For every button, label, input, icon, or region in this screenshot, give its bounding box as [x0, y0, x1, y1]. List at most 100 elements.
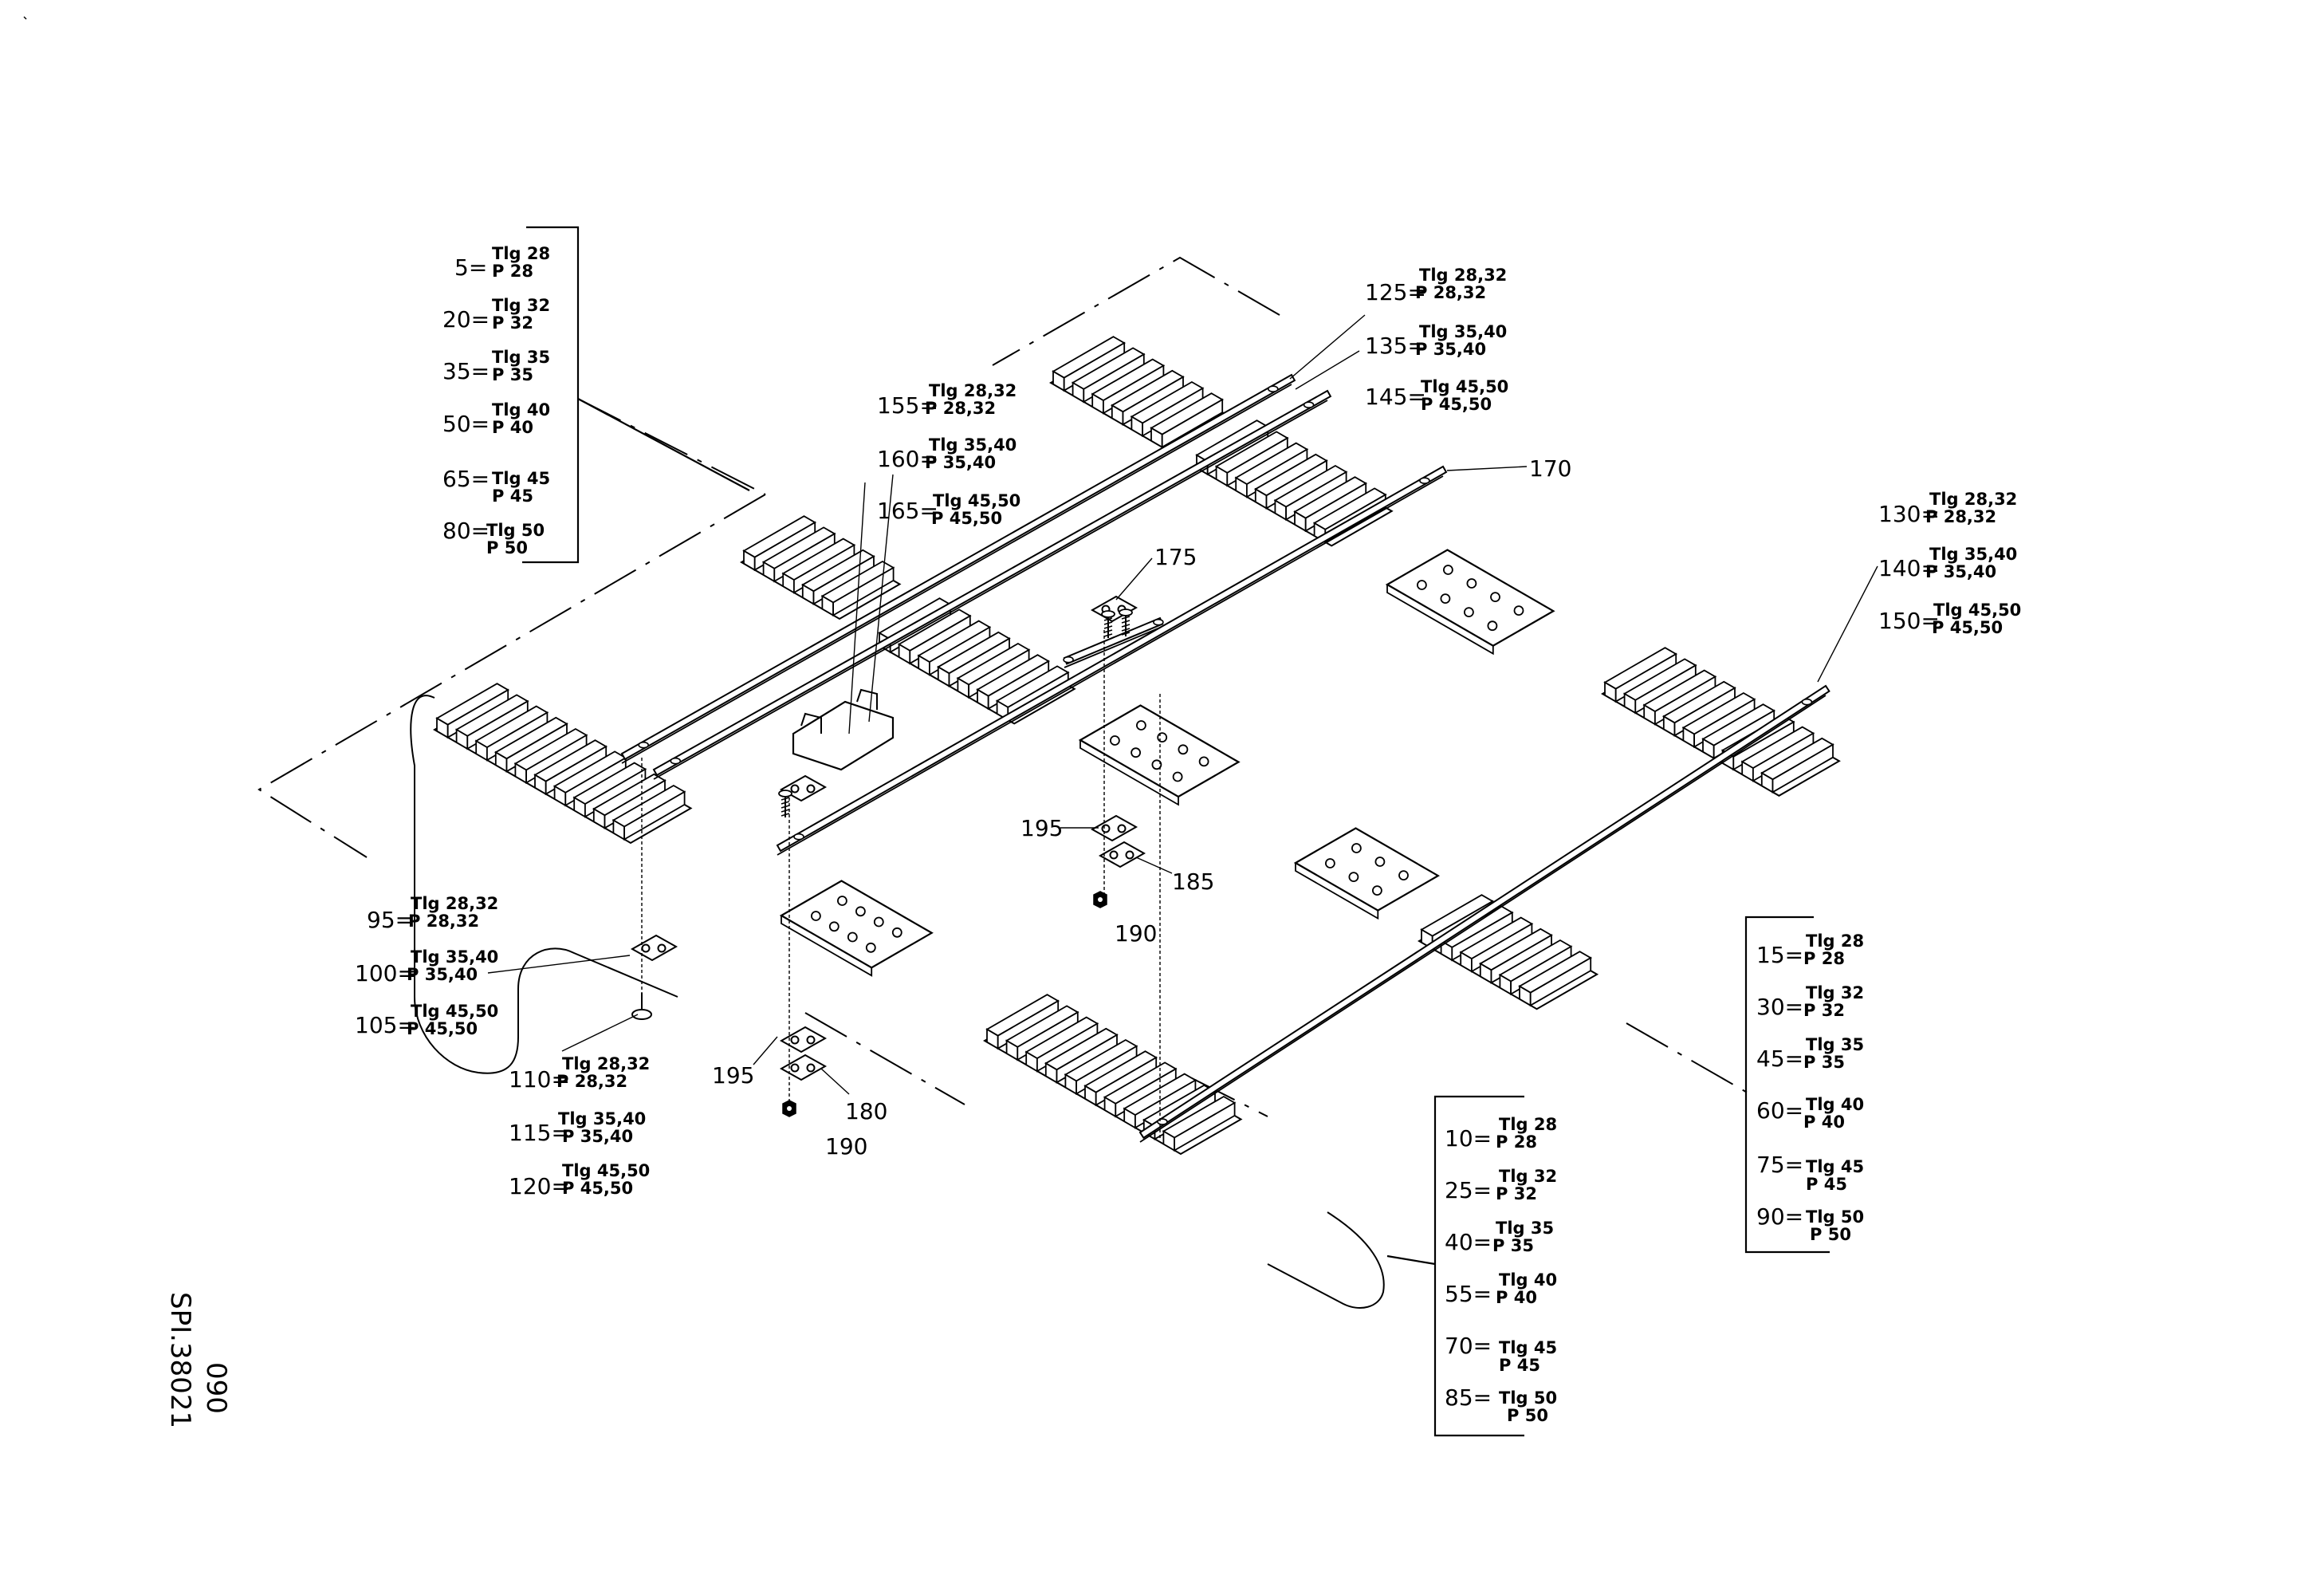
part-number: 100= — [355, 960, 416, 987]
clamp-body — [792, 700, 895, 771]
part-number: 40= — [1445, 1229, 1492, 1255]
bracket-plate — [1090, 814, 1138, 842]
tlg-label: Tlg 35 — [1806, 1035, 1864, 1054]
screw-thread — [1121, 616, 1131, 620]
plate-hole — [1490, 592, 1500, 602]
p-label: P 50 — [1810, 1225, 1851, 1244]
rail-edge — [653, 400, 1328, 780]
part-number: 70= — [1445, 1333, 1492, 1359]
part-number: 140= — [1878, 555, 1940, 581]
p-label: P 28,32 — [556, 1072, 627, 1091]
plate-hole — [1151, 759, 1162, 770]
p-label: P 28 — [1496, 1132, 1537, 1152]
p-label: P 35 — [1492, 1236, 1534, 1255]
part-number: 160= — [877, 446, 938, 472]
plate-hole — [855, 906, 866, 917]
p-label: P 35,40 — [1925, 562, 1996, 581]
plate-hole — [1348, 872, 1359, 882]
tlg-label: Tlg 45,50 — [1933, 601, 2021, 620]
plate-hole — [847, 931, 858, 943]
part-number: 115= — [509, 1120, 570, 1146]
clamp-plate — [1293, 827, 1441, 912]
p-label: P 45,50 — [562, 1179, 633, 1198]
p-label: P 45 — [1806, 1175, 1847, 1194]
tlg-label: Tlg 28 — [492, 244, 550, 263]
bracket-plate — [630, 934, 678, 962]
screw-thread — [1103, 621, 1113, 625]
clamp-lug — [800, 712, 822, 734]
p-label: P 45 — [492, 486, 533, 506]
p-label: P 32 — [492, 313, 533, 333]
part-number: 35= — [442, 358, 490, 384]
part-number: 15= — [1756, 942, 1803, 968]
svg-text:195: 195 — [712, 1062, 754, 1089]
part-number: 45= — [1756, 1046, 1803, 1072]
plate-hole — [873, 916, 884, 927]
tlg-label: Tlg 28 — [1499, 1115, 1557, 1134]
p-label: P 40 — [1496, 1288, 1537, 1307]
p-label: P 28,32 — [1925, 507, 1996, 526]
bracket-hole — [790, 784, 800, 794]
rail-170 — [776, 465, 1448, 856]
p-label: P 35 — [1803, 1053, 1845, 1072]
part-number: 120= — [509, 1173, 570, 1199]
rail-130 — [1138, 684, 1830, 1143]
plate-hole — [837, 896, 847, 906]
callout-185: 185 — [1135, 857, 1214, 895]
p-label: P 28 — [1803, 949, 1845, 968]
tlg-label: Tlg 35 — [492, 348, 550, 367]
part-number: 90= — [1756, 1203, 1803, 1230]
plate-hole — [1443, 565, 1453, 575]
part-number: 155= — [877, 392, 938, 419]
plate-hole — [865, 942, 876, 953]
plate-hole — [1440, 593, 1451, 604]
tlg-label: Tlg 32 — [492, 296, 550, 315]
screw-thread — [1121, 620, 1131, 624]
clamp-plate — [1078, 704, 1241, 798]
callout-190-b: 190 — [825, 1133, 867, 1160]
row-75: 75= Tlg 45 P 45 — [1756, 1152, 1864, 1194]
tlg-label: Tlg 28,32 — [411, 894, 498, 913]
tlg-label: Tlg 40 — [1806, 1095, 1864, 1114]
rail-edge — [621, 384, 1292, 764]
plate-hole — [1172, 771, 1183, 782]
callout-group-125: 125= Tlg 28,32 P 28,32 135= Tlg 35,40 P … — [1289, 266, 1508, 414]
part-number: 60= — [1756, 1097, 1803, 1124]
plate-hole — [1110, 735, 1120, 746]
corner-mark — [23, 16, 27, 20]
screw-thread — [1103, 633, 1113, 637]
tlg-label: Tlg 35,40 — [1419, 322, 1507, 341]
callout-180: 180 — [820, 1068, 887, 1124]
screw-left — [778, 790, 792, 817]
part-number: 125= — [1365, 279, 1426, 305]
row-30: 30= Tlg 32 P 32 — [1756, 983, 1864, 1020]
row-90: 90= Tlg 50 P 50 — [1756, 1203, 1864, 1244]
screw-175-a — [1101, 610, 1115, 638]
rail-hole — [670, 757, 682, 765]
plate-hole — [1136, 720, 1146, 731]
parts-table-top-left: 5= Tlg 28 P 28 20= Tlg 32 P 32 35= Tlg 3… — [442, 226, 750, 564]
bracket-hole — [657, 943, 667, 953]
bracket-hole — [1109, 850, 1119, 860]
sheet-code: SPI.38021 090 — [164, 1292, 232, 1428]
screw-head — [1101, 610, 1115, 618]
plate-hole — [1178, 744, 1189, 755]
p-label: P 32 — [1803, 1001, 1845, 1020]
clamp-plate-edge — [1079, 740, 1179, 806]
p-label: P 28,32 — [408, 912, 479, 931]
part-number: 80= — [442, 518, 490, 544]
belt-tooth-end — [1174, 1101, 1236, 1152]
part-number: 95= — [367, 907, 414, 933]
plate-right — [1293, 827, 1441, 920]
row-55: 55= Tlg 40 P 40 — [1445, 1270, 1557, 1307]
part-number: 75= — [1756, 1152, 1803, 1178]
callout-195-b: 195 — [712, 1036, 778, 1089]
plate-hole — [1513, 605, 1524, 616]
bracket-plate — [779, 1026, 828, 1053]
p-label: P 45,50 — [1421, 395, 1492, 414]
part-number: 130= — [1878, 501, 1940, 527]
svg-text:190: 190 — [825, 1133, 867, 1160]
p-label: P 28,32 — [925, 399, 996, 418]
tlg-label: Tlg 45,50 — [411, 1002, 498, 1021]
belt-tooth-end — [1772, 743, 1834, 794]
